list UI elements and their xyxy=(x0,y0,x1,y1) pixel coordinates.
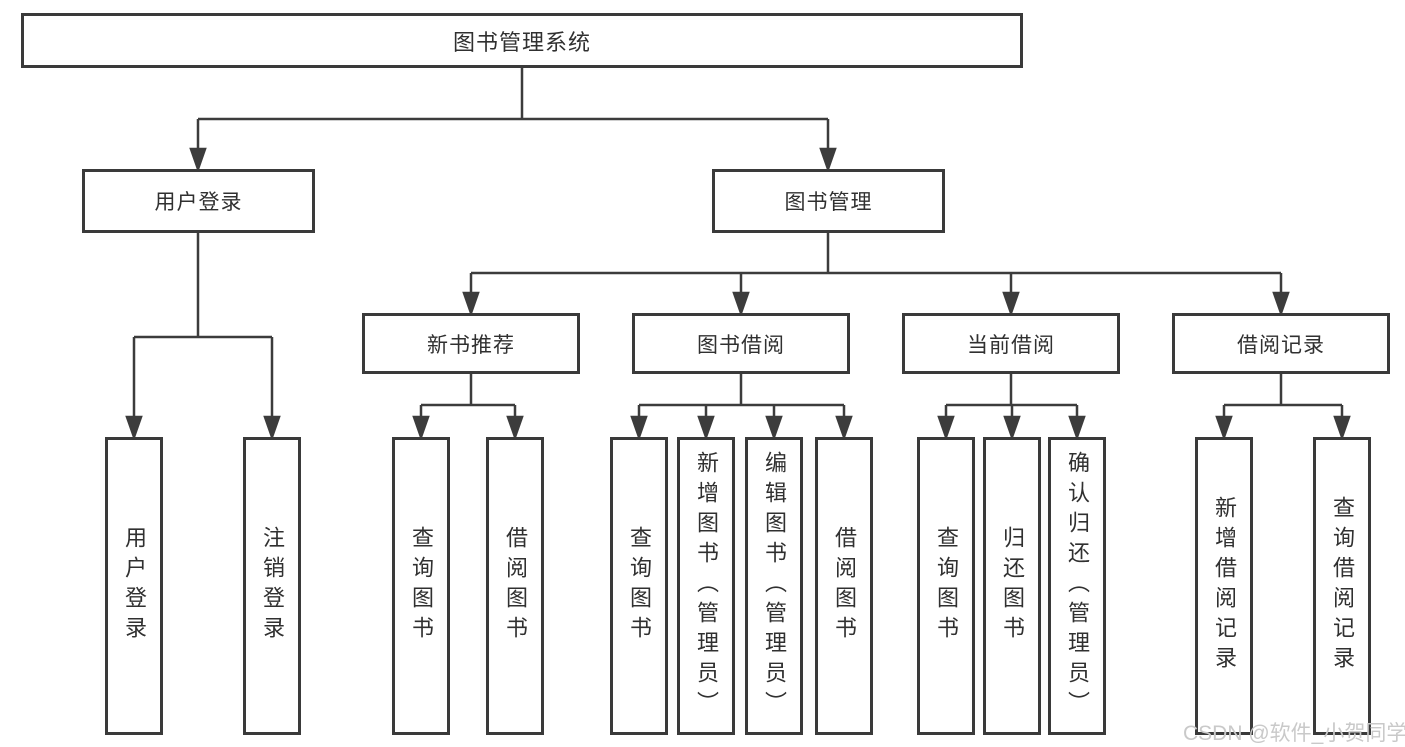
leaf-edit-books-admin: 编辑图书（管理员） xyxy=(745,437,803,735)
leaf-add-borrow-record-label: 新增借阅记录 xyxy=(1212,496,1237,676)
node-user-login: 用户登录 xyxy=(82,169,315,233)
leaf-edit-books-admin-label: 编辑图书（管理员） xyxy=(762,451,787,721)
node-new-book-recommend-label: 新书推荐 xyxy=(427,333,515,357)
leaf-user-login-label: 用户登录 xyxy=(122,526,147,646)
leaf-query-borrow-record: 查询借阅记录 xyxy=(1313,437,1371,735)
leaf-query-books-newrec-label: 查询图书 xyxy=(409,526,434,646)
csdn-watermark: CSDN @软件_小贺同学 xyxy=(1183,722,1405,745)
connector-bookborrow-to-leaves xyxy=(630,374,853,441)
connector-bookmgmt-to-level3 xyxy=(462,233,1290,317)
connector-userlogin-to-leaves xyxy=(125,233,281,441)
node-borrow-records-label: 借阅记录 xyxy=(1237,333,1325,357)
node-borrow-records: 借阅记录 xyxy=(1172,313,1390,374)
leaf-query-books-borrow: 查询图书 xyxy=(610,437,668,735)
leaf-confirm-return-admin-label: 确认归还（管理员） xyxy=(1065,451,1090,721)
leaf-return-books-label: 归还图书 xyxy=(1000,526,1025,646)
leaf-borrow-books-newrec: 借阅图书 xyxy=(486,437,544,735)
connector-currentborrow-to-leaves xyxy=(937,374,1086,441)
leaf-query-borrow-record-label: 查询借阅记录 xyxy=(1330,496,1355,676)
leaf-add-borrow-record: 新增借阅记录 xyxy=(1195,437,1253,735)
leaf-borrow-books-borrow-label: 借阅图书 xyxy=(832,526,857,646)
connector-newbookrec-to-leaves xyxy=(412,374,524,441)
leaf-query-books-borrow-label: 查询图书 xyxy=(627,526,652,646)
leaf-add-books-admin: 新增图书（管理员） xyxy=(677,437,735,735)
node-current-borrow: 当前借阅 xyxy=(902,313,1120,374)
node-user-login-label: 用户登录 xyxy=(154,191,243,214)
node-book-borrow-label: 图书借阅 xyxy=(697,333,785,357)
leaf-borrow-books-newrec-label: 借阅图书 xyxy=(503,526,528,646)
leaf-add-books-admin-label: 新增图书（管理员） xyxy=(694,451,719,721)
leaf-logout: 注销登录 xyxy=(243,437,301,735)
leaf-query-books-current-label: 查询图书 xyxy=(934,526,959,646)
leaf-confirm-return-admin: 确认归还（管理员） xyxy=(1048,437,1106,735)
leaf-borrow-books-borrow: 借阅图书 xyxy=(815,437,873,735)
node-book-borrow: 图书借阅 xyxy=(632,313,850,374)
connector-borrowrecords-to-leaves xyxy=(1215,374,1351,441)
leaf-return-books: 归还图书 xyxy=(983,437,1041,735)
connector-root-to-level2 xyxy=(189,68,837,173)
node-current-borrow-label: 当前借阅 xyxy=(967,333,1055,357)
leaf-logout-label: 注销登录 xyxy=(260,526,285,646)
node-new-book-recommend: 新书推荐 xyxy=(362,313,580,374)
leaf-user-login: 用户登录 xyxy=(105,437,163,735)
leaf-query-books-current: 查询图书 xyxy=(917,437,975,735)
node-book-management-label: 图书管理 xyxy=(784,191,873,214)
leaf-query-books-newrec: 查询图书 xyxy=(392,437,450,735)
node-library-system-label: 图书管理系统 xyxy=(452,29,591,55)
node-library-system: 图书管理系统 xyxy=(21,13,1023,68)
node-book-management: 图书管理 xyxy=(712,169,945,233)
